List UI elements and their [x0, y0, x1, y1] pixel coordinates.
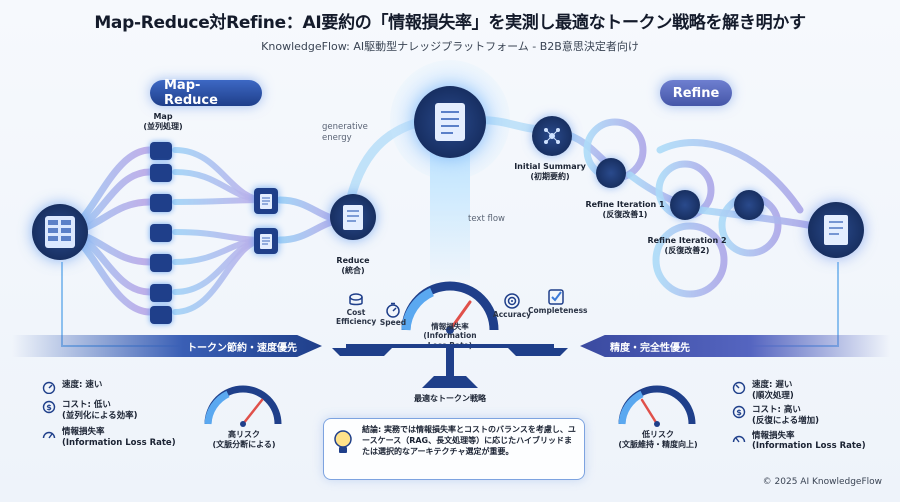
stat-speed: 速度: 遅い (順次処理): [732, 380, 882, 401]
low-risk-gauge: [618, 385, 696, 427]
partial-summary-doc: [254, 188, 278, 214]
reduce-node: [330, 194, 376, 240]
stat-cost: $ コスト: 低い (並列化による効率): [42, 400, 182, 421]
optimal-strategy-label: 最適なトークン戦略: [414, 394, 486, 403]
map-reduce-stats: 速度: 速い $ コスト: 低い (並列化による効率) 情報損失率 (Infor…: [42, 380, 182, 449]
refine-pill: Refine: [660, 80, 732, 106]
stat-cost: $ コスト: 高い (反復による増加): [732, 405, 882, 426]
cost-efficiency: Cost Efficiency: [336, 292, 376, 327]
accuracy-priority-banner: 精度・完全性優先: [580, 335, 890, 357]
refine-node: [734, 190, 764, 220]
document-icon: [260, 193, 272, 209]
map-node: [150, 306, 172, 324]
center-document-node: [414, 86, 486, 158]
svg-text:$: $: [736, 408, 742, 417]
high-risk-label: 高リスク (文脈分断による): [212, 430, 276, 449]
map-node: [150, 254, 172, 272]
page-title: Map-Reduce対Refine：AI要約の「情報損失率」を実測し最適なトーク…: [94, 13, 806, 33]
copyright: © 2025 AI KnowledgeFlow: [762, 477, 882, 487]
accuracy-metric: Accuracy: [490, 292, 534, 319]
high-risk-gauge: [204, 385, 282, 427]
document-icon: [435, 103, 465, 141]
refine-node: [596, 158, 626, 188]
map-reduce-pill: Map-Reduce: [150, 78, 262, 108]
token-saving-banner: トークン節約・速度優先: [12, 335, 322, 357]
completeness-metric: Completeness: [528, 288, 588, 315]
coins-icon: $: [732, 406, 746, 419]
source-docs-node: [32, 204, 88, 260]
generative-energy-label: generative energy: [322, 122, 368, 143]
low-risk-label: 低リスク (文脈維持・精度向上): [618, 430, 698, 449]
checkbox-icon: [548, 289, 564, 305]
map-node: [150, 194, 172, 212]
refine-node: [670, 190, 700, 220]
map-node: [150, 224, 172, 242]
coins-icon: [349, 293, 363, 306]
text-flow-label: text flow: [468, 214, 505, 224]
balance-scale: [332, 344, 568, 388]
initial-summary-label: Initial Summary (初期要約): [514, 162, 586, 181]
map-node: [150, 142, 172, 160]
refine-iteration-2-label: Refine Iteration 2 (反復改善2): [647, 236, 727, 255]
svg-text:$: $: [46, 403, 52, 412]
map-nodes: [150, 140, 176, 324]
page-subtitle: KnowledgeFlow: AI駆動型ナレッジプラットフォーム - B2B意思…: [261, 40, 639, 53]
speedometer-icon: [42, 381, 56, 394]
gauge-icon: [42, 432, 56, 439]
partial-summary-doc: [254, 228, 278, 254]
lightbulb-icon: [334, 430, 352, 453]
stat-loss-rate: 情報損失率 (Information Loss Rate): [732, 431, 882, 452]
refine-stats: 速度: 遅い (順次処理) $ コスト: 高い (反復による増加) 情報損失率 …: [732, 380, 882, 452]
document-icon: [824, 215, 848, 245]
map-node: [150, 284, 172, 302]
conclusion-box: 結論: 実務では情報損失率とコストのバランスを考慮し、ユースケース（RAG、長文…: [323, 418, 585, 480]
conclusion-text: 結論: 実務では情報損失率とコストのバランスを考慮し、ユースケース（RAG、長文…: [362, 425, 576, 456]
document-icon: [343, 204, 363, 230]
target-icon: [504, 293, 520, 309]
speedometer-icon: [732, 381, 746, 394]
stat-loss-rate: 情報損失率 (Information Loss Rate): [42, 427, 182, 448]
refine-iteration-1-label: Refine Iteration 1 (反復改善1): [585, 200, 665, 219]
document-icon: [260, 233, 272, 249]
coins-icon: $: [42, 400, 56, 414]
stat-speed: 速度: 速い: [42, 380, 182, 394]
stopwatch-icon: [386, 302, 400, 318]
speed-metric: Speed: [376, 302, 410, 327]
network-icon: [544, 128, 560, 144]
loss-rate-gauge: [401, 281, 499, 334]
map-label: Map(並列処理): [143, 112, 183, 131]
initial-summary-node: [532, 116, 572, 156]
document-grid-icon: [45, 216, 75, 248]
gauge-icon: [732, 435, 746, 442]
final-summary-node: [808, 202, 864, 258]
reduce-label: Reduce(統合): [336, 256, 370, 275]
map-node: [150, 164, 172, 182]
